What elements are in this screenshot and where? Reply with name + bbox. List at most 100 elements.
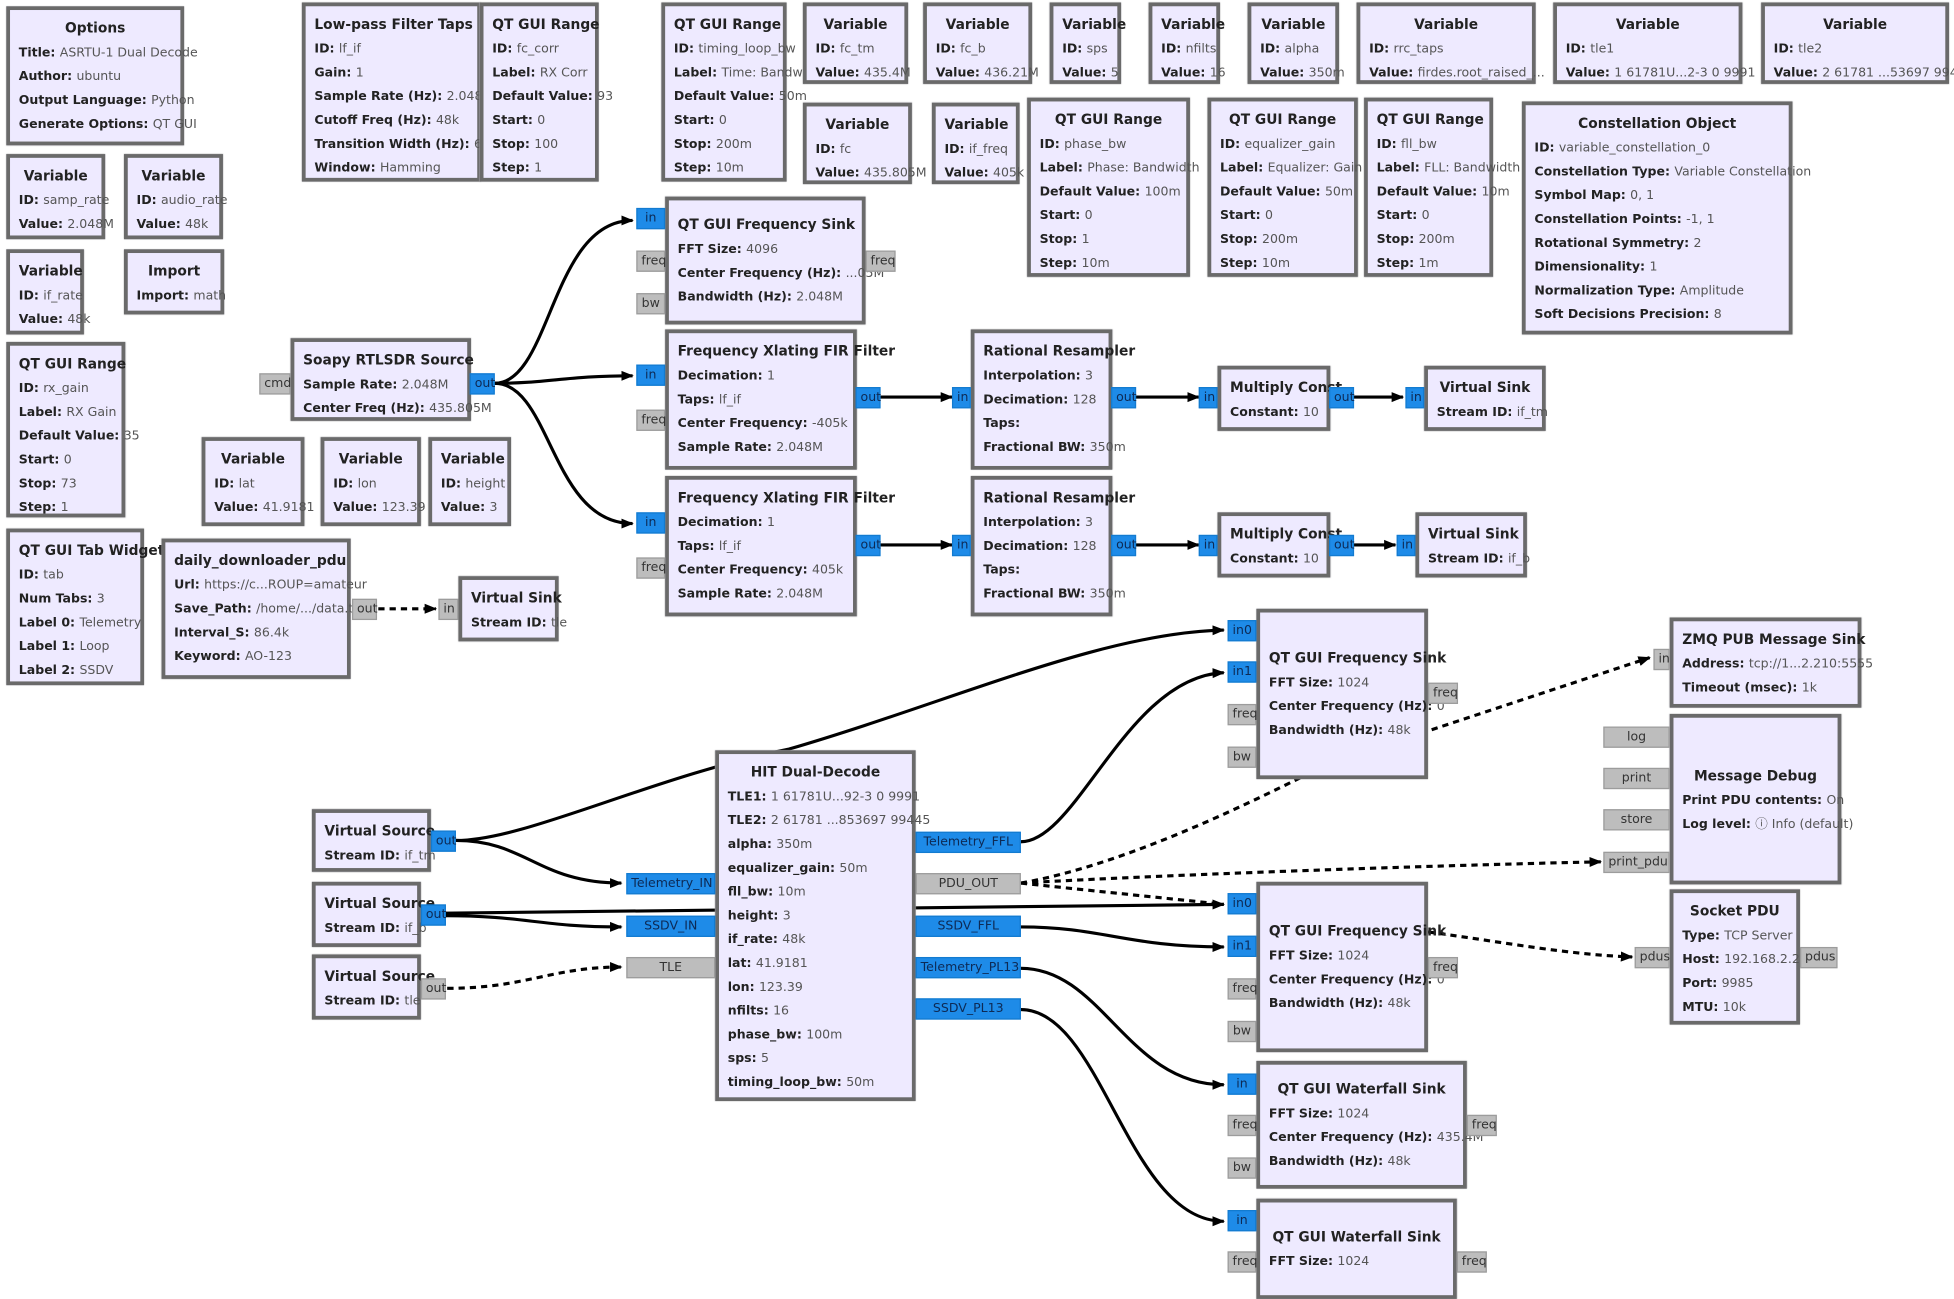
wire-tlm-ffl-to-freqsink-a[interactable] xyxy=(1020,668,1226,844)
port-freq[interactable]: freq xyxy=(636,557,666,579)
port-in[interactable]: in xyxy=(1653,648,1670,671)
port-pdus[interactable]: pdus xyxy=(1799,946,1838,969)
port-freq[interactable]: freq xyxy=(636,409,666,431)
port-log[interactable]: log xyxy=(1603,726,1670,748)
port-tle[interactable]: TLE xyxy=(626,956,716,979)
port-freq[interactable]: freq xyxy=(1227,978,1258,1000)
wire-vsrc-b-to-decoder[interactable] xyxy=(444,914,623,932)
port-in0[interactable]: in0 xyxy=(1227,893,1257,915)
port-in[interactable]: in xyxy=(951,534,971,557)
port-in0[interactable]: in0 xyxy=(1227,620,1257,642)
port-freq[interactable]: freq xyxy=(1427,956,1459,979)
port-print[interactable]: print xyxy=(1603,767,1670,790)
port-freq[interactable]: freq xyxy=(865,250,896,272)
port-out[interactable]: out xyxy=(430,830,456,852)
port-in[interactable]: in xyxy=(636,512,666,534)
port-in[interactable]: in xyxy=(636,207,666,230)
msg-wire-pdu-to-debug[interactable] xyxy=(1020,857,1603,885)
port-ssdv-in[interactable]: SSDV_IN xyxy=(626,915,716,937)
wire-ssdv-ffl-to-freqsink-b[interactable] xyxy=(1020,925,1226,952)
port-in[interactable]: in xyxy=(951,387,971,409)
port-in[interactable]: in xyxy=(1198,534,1218,557)
port-in[interactable]: in xyxy=(1227,1210,1257,1232)
port-out[interactable]: out xyxy=(1111,534,1137,557)
port-out[interactable]: out xyxy=(1111,387,1137,409)
port-out[interactable]: out xyxy=(1329,534,1355,557)
port-pdu-out[interactable]: PDU_OUT xyxy=(915,873,1021,895)
wire-vsrc-tm-to-decoder[interactable] xyxy=(455,838,623,889)
port-freq[interactable]: freq xyxy=(1227,1114,1258,1137)
port-ssdv-pl13[interactable]: SSDV_PL13 xyxy=(915,998,1021,1020)
wire-source-to-freqsink[interactable] xyxy=(494,215,634,385)
port-freq[interactable]: freq xyxy=(636,250,666,272)
port-telemetry-in[interactable]: Telemetry_IN xyxy=(626,873,716,895)
port-pdus[interactable]: pdus xyxy=(1634,946,1670,969)
port-out[interactable]: out xyxy=(469,373,495,395)
port-in[interactable]: in xyxy=(1396,534,1416,557)
port-in1[interactable]: in1 xyxy=(1227,935,1257,957)
msg-wire-vsrc-tle-to-decoder[interactable] xyxy=(447,962,623,990)
port-out[interactable]: out xyxy=(855,387,881,409)
port-telemetry-ffl[interactable]: Telemetry_FFL xyxy=(915,831,1021,854)
port-cmd[interactable]: cmd xyxy=(259,373,291,395)
wire-source-to-xlating1[interactable] xyxy=(494,370,634,385)
port-bw[interactable]: bw xyxy=(636,293,666,315)
wire-tlm-pl13-to-waterfall1[interactable] xyxy=(1020,966,1226,1090)
port-ssdv-ffl[interactable]: SSDV_FFL xyxy=(915,915,1021,937)
port-bw[interactable]: bw xyxy=(1227,1157,1257,1179)
port-in[interactable]: in xyxy=(1405,387,1425,409)
port-bw[interactable]: bw xyxy=(1227,1020,1257,1043)
port-out[interactable]: out xyxy=(855,534,881,557)
port-print-pdu[interactable]: print_pdu xyxy=(1603,851,1670,874)
port-store[interactable]: store xyxy=(1603,809,1670,831)
port-in[interactable]: in xyxy=(1198,387,1218,409)
port-out[interactable]: out xyxy=(1329,387,1355,409)
port-in1[interactable]: in1 xyxy=(1227,661,1257,683)
wire-ssdv-pl13-to-waterfall2[interactable] xyxy=(1020,1008,1226,1227)
port-out[interactable]: out xyxy=(420,978,446,1000)
port-bw[interactable]: bw xyxy=(1227,746,1257,768)
port-in[interactable]: in xyxy=(1227,1073,1257,1095)
port-freq[interactable]: freq xyxy=(1427,682,1459,704)
